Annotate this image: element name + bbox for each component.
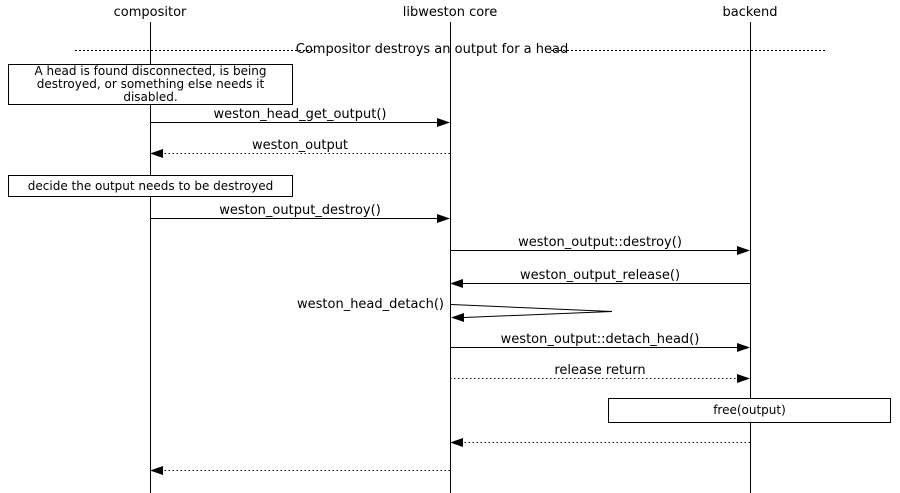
message-label-weston-output: weston_output [251, 138, 349, 153]
arrow-weston-output-destroy [150, 214, 450, 223]
arrow-weston-head-detach-self [450, 304, 613, 322]
note-head-disconnected: A head is found disconnected, is being d… [8, 64, 293, 105]
arrow-return-core-to-compositor [150, 466, 450, 475]
arrow-release-return [450, 374, 750, 383]
arrow-weston-output-release [450, 279, 750, 288]
message-label-weston-output-detach-head: weston_output::detach_head() [500, 332, 700, 347]
message-label-weston-output-destroy: weston_output_destroy() [219, 203, 381, 218]
message-label-weston-head-get-output: weston_head_get_output() [213, 107, 387, 122]
note-free-output: free(output) [608, 398, 891, 423]
arrow-weston-head-get-output [150, 118, 450, 127]
message-label-weston-head-detach: weston_head_detach() [297, 297, 444, 312]
note-line: decide the output needs to be destroyed [27, 178, 274, 193]
arrow-weston-output-vfunc-destroy [450, 246, 750, 255]
note-line: A head is found disconnected, is being [34, 64, 267, 78]
message-label-weston-output-vfunc-destroy: weston_output::destroy() [518, 235, 682, 250]
note-decide-destroy: decide the output needs to be destroyed [8, 175, 293, 197]
actor-label-backend: backend [722, 5, 778, 20]
divider-label: Compositor destroys an output for a head [295, 42, 569, 57]
note-line: disabled. [123, 90, 178, 104]
arrow-weston-output-detach-head [450, 343, 750, 352]
message-label-release-return: release return [554, 363, 646, 378]
message-label-weston-output-release: weston_output_release() [519, 268, 681, 283]
note-line: free(output) [713, 403, 786, 417]
note-line: destroyed, or something else needs it [36, 77, 265, 91]
arrow-weston-output-return [150, 149, 450, 158]
actor-label-libweston-core: libweston core [402, 5, 498, 20]
actor-label-compositor: compositor [113, 5, 187, 20]
arrow-return-backend-to-core [450, 438, 750, 447]
